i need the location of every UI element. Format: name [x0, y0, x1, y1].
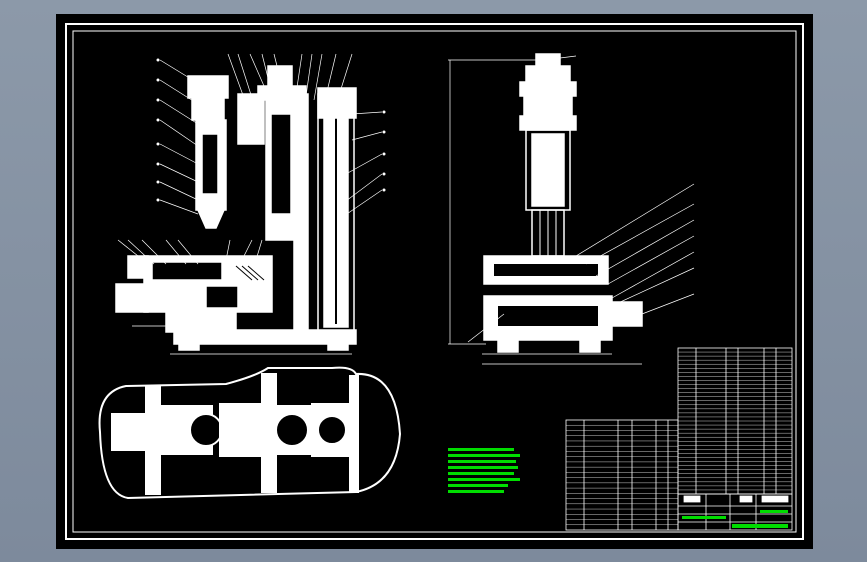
side-view [483, 53, 643, 353]
plan-view [98, 366, 402, 500]
front-view-leaders [117, 53, 383, 355]
parts-list-left [565, 419, 679, 531]
technical-notes-block [448, 448, 520, 493]
title-block [677, 493, 793, 531]
front-view-balloons [156, 58, 386, 202]
drawing-sheet [65, 23, 804, 540]
front-view [115, 65, 357, 351]
inner-frame [72, 30, 797, 533]
side-view-dims [448, 55, 695, 365]
parts-list-rows [566, 351, 792, 525]
outer-frame [65, 23, 804, 540]
cad-drawing-viewport[interactable] [56, 14, 813, 549]
